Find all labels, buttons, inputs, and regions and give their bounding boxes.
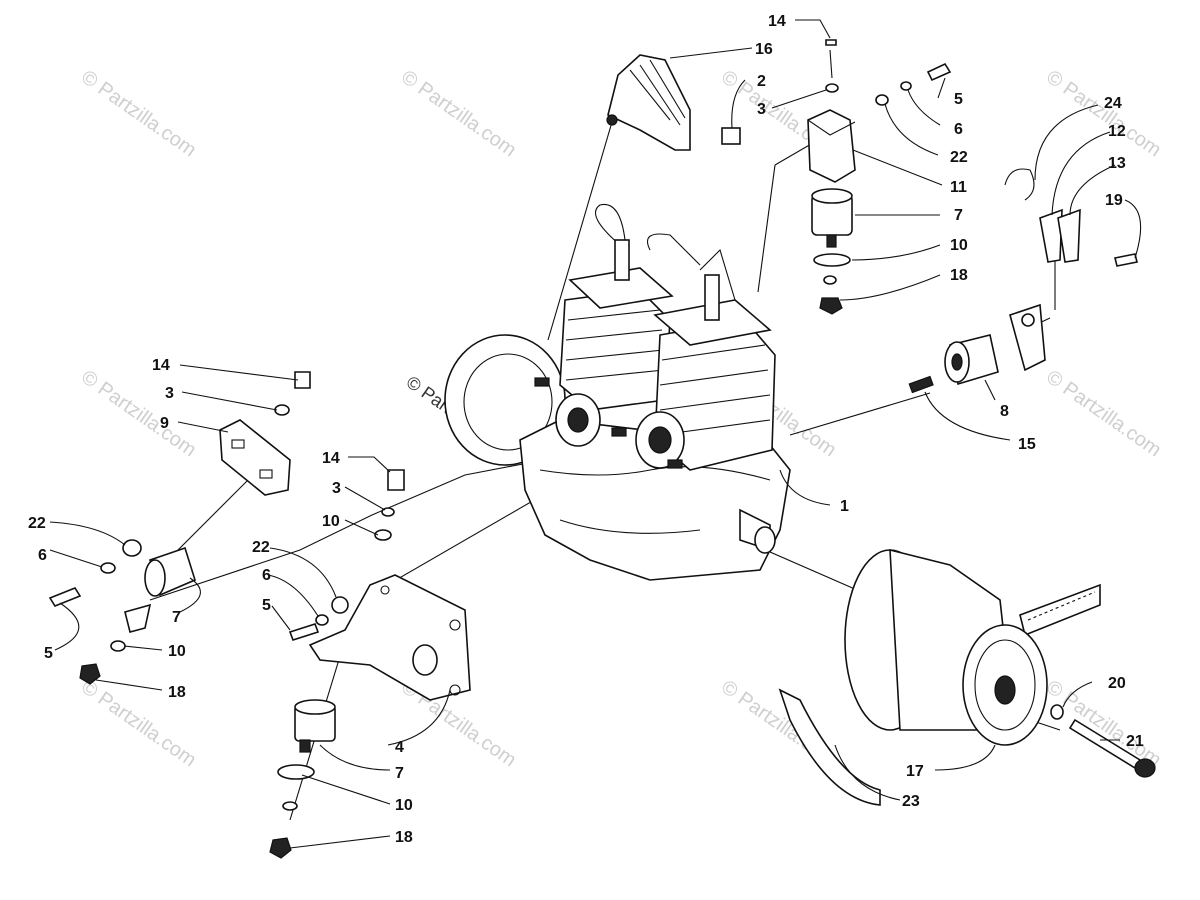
callout-18: 18 — [950, 267, 968, 284]
callout-2: 2 — [757, 73, 766, 90]
callout-4: 4 — [395, 739, 404, 756]
spark-plug-cap-left — [614, 239, 630, 281]
watermark: © Partzilla.com — [1042, 66, 1165, 161]
callout-1: 1 — [840, 498, 849, 515]
washer-22-mid — [331, 596, 349, 614]
washer-6-top — [900, 81, 912, 91]
washer-6-mid — [315, 614, 329, 626]
bolt-14-top — [825, 39, 837, 46]
top-mount-group — [807, 39, 952, 315]
plate-9 — [219, 419, 291, 496]
nut-18-bottom — [269, 837, 292, 859]
callout-19: 19 — [1105, 192, 1123, 209]
washer-22-left — [122, 539, 142, 557]
callout-10-left: 10 — [168, 643, 186, 660]
plug-wire-right — [646, 233, 701, 266]
callout-22-left: 22 — [28, 515, 46, 532]
callout-3-mid: 3 — [332, 480, 341, 497]
arm-bracket — [1009, 303, 1046, 372]
washer-22-top — [875, 94, 889, 106]
callout-18-bottom: 18 — [395, 829, 413, 846]
coil-bracket-16 — [606, 54, 691, 151]
callout-17: 17 — [906, 763, 924, 780]
callout-9: 9 — [160, 415, 169, 432]
callout-13: 13 — [1108, 155, 1126, 172]
callout-5-mid: 5 — [262, 597, 271, 614]
watermark: © Partzilla.com — [77, 66, 200, 161]
washer-3-left — [274, 404, 290, 416]
stud-15 — [908, 375, 934, 394]
bolt-14-left — [294, 371, 311, 389]
washer-10-mid — [374, 529, 392, 541]
callout-14-left: 14 — [152, 357, 170, 374]
callout-20: 20 — [1108, 675, 1126, 692]
plate-10-left — [124, 603, 152, 633]
watermark: © Partzilla.com — [77, 366, 200, 461]
callout-21: 21 — [1126, 733, 1144, 750]
washer-3-top — [825, 83, 839, 93]
callout-3-left: 3 — [165, 385, 174, 402]
callout-7-left: 7 — [172, 609, 181, 626]
bolt-5-left — [48, 587, 82, 607]
callout-5-left: 5 — [44, 645, 53, 662]
callout-11: 11 — [950, 179, 967, 196]
callout-7-bottom: 7 — [395, 765, 404, 782]
left-mount-group — [48, 371, 311, 685]
bracket-4 — [308, 574, 471, 701]
callout-6-mid: 6 — [262, 567, 271, 584]
plug-wire-left — [595, 203, 626, 246]
callout-12: 12 — [1108, 123, 1126, 140]
callout-15: 15 — [1018, 436, 1036, 453]
washer-20 — [1050, 704, 1064, 720]
bracket-11 — [807, 109, 856, 183]
circlip-24 — [1004, 168, 1035, 201]
callout-14: 14 — [768, 13, 786, 30]
watermark: © Partzilla.com — [1042, 366, 1165, 461]
clutch-group — [778, 548, 1156, 806]
right-mount-group — [908, 168, 1138, 394]
washer-6-left — [100, 562, 116, 574]
spark-plug-cap-right — [704, 274, 720, 321]
callout-14-mid: 14 — [322, 450, 340, 467]
callout-6: 6 — [954, 121, 963, 138]
callout-16: 16 — [755, 41, 773, 58]
plate-10-top — [813, 253, 851, 267]
callout-22-mid: 22 — [252, 539, 270, 556]
nut-18-left — [79, 663, 101, 685]
watermark: © Partzilla.com — [397, 66, 520, 161]
callout-18-left: 18 — [168, 684, 186, 701]
callout-24: 24 — [1104, 95, 1122, 112]
nut-18-top — [819, 297, 843, 315]
callout-8: 8 — [1000, 403, 1009, 420]
drive-belt-23 — [778, 688, 881, 806]
callout-7: 7 — [954, 207, 963, 224]
callout-labels: 14 16 2 3 5 6 22 11 7 10 18 24 12 13 19 … — [28, 13, 1144, 846]
callout-23: 23 — [902, 793, 920, 810]
callout-22: 22 — [950, 149, 968, 166]
bolt-19 — [1114, 253, 1138, 267]
bolt-5-top — [926, 62, 952, 82]
clip-2 — [721, 127, 741, 145]
callout-5: 5 — [954, 91, 963, 108]
watermark: © Partzilla.com — [1042, 676, 1165, 771]
callout-6-left: 6 — [38, 547, 47, 564]
leader-lines — [49, 19, 1142, 849]
callout-10-mid: 10 — [322, 513, 340, 530]
front-mount-group — [269, 469, 471, 859]
callout-10-bottom: 10 — [395, 797, 413, 814]
callout-3: 3 — [757, 101, 766, 118]
callout-10: 10 — [950, 237, 968, 254]
bolt-5-mid — [288, 623, 320, 641]
clip-12-13 — [1039, 208, 1063, 263]
bolt-14-mid — [387, 469, 405, 491]
cylinder-left — [559, 289, 671, 411]
engine-assembly — [444, 203, 791, 581]
